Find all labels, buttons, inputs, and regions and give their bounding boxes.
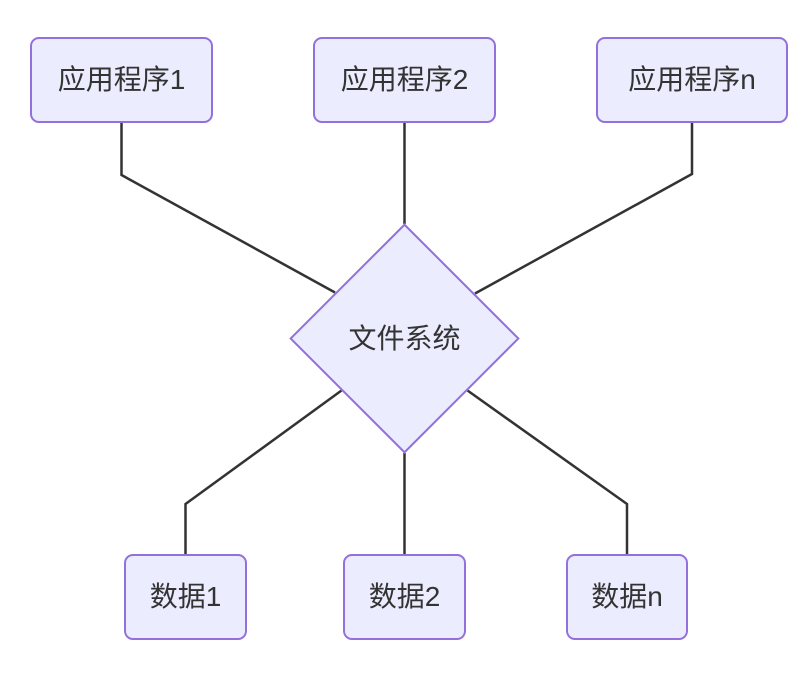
node-application-n: 应用程序n — [596, 37, 788, 123]
edge-appn-filesystem — [474, 123, 694, 295]
edge-filesystem-datan — [466, 389, 629, 555]
node-data-n-label: 数据n — [591, 581, 663, 612]
node-application-2-label: 应用程序2 — [340, 64, 469, 95]
node-data-1: 数据1 — [124, 554, 247, 640]
node-data-n: 数据n — [566, 554, 688, 640]
node-application-1-label: 应用程序1 — [57, 64, 186, 95]
node-filesystem: 文件系统 — [289, 223, 520, 454]
node-application-n-label: 应用程序n — [628, 64, 756, 95]
node-application-1: 应用程序1 — [30, 37, 213, 123]
node-application-2: 应用程序2 — [313, 37, 496, 123]
node-data-1-label: 数据1 — [149, 581, 222, 612]
edge-filesystem-data1 — [184, 389, 343, 555]
node-data-2: 数据2 — [343, 554, 466, 640]
node-filesystem-label: 文件系统 — [348, 322, 461, 354]
node-data-2-label: 数据2 — [368, 581, 441, 612]
edge-app1-filesystem — [120, 123, 336, 294]
